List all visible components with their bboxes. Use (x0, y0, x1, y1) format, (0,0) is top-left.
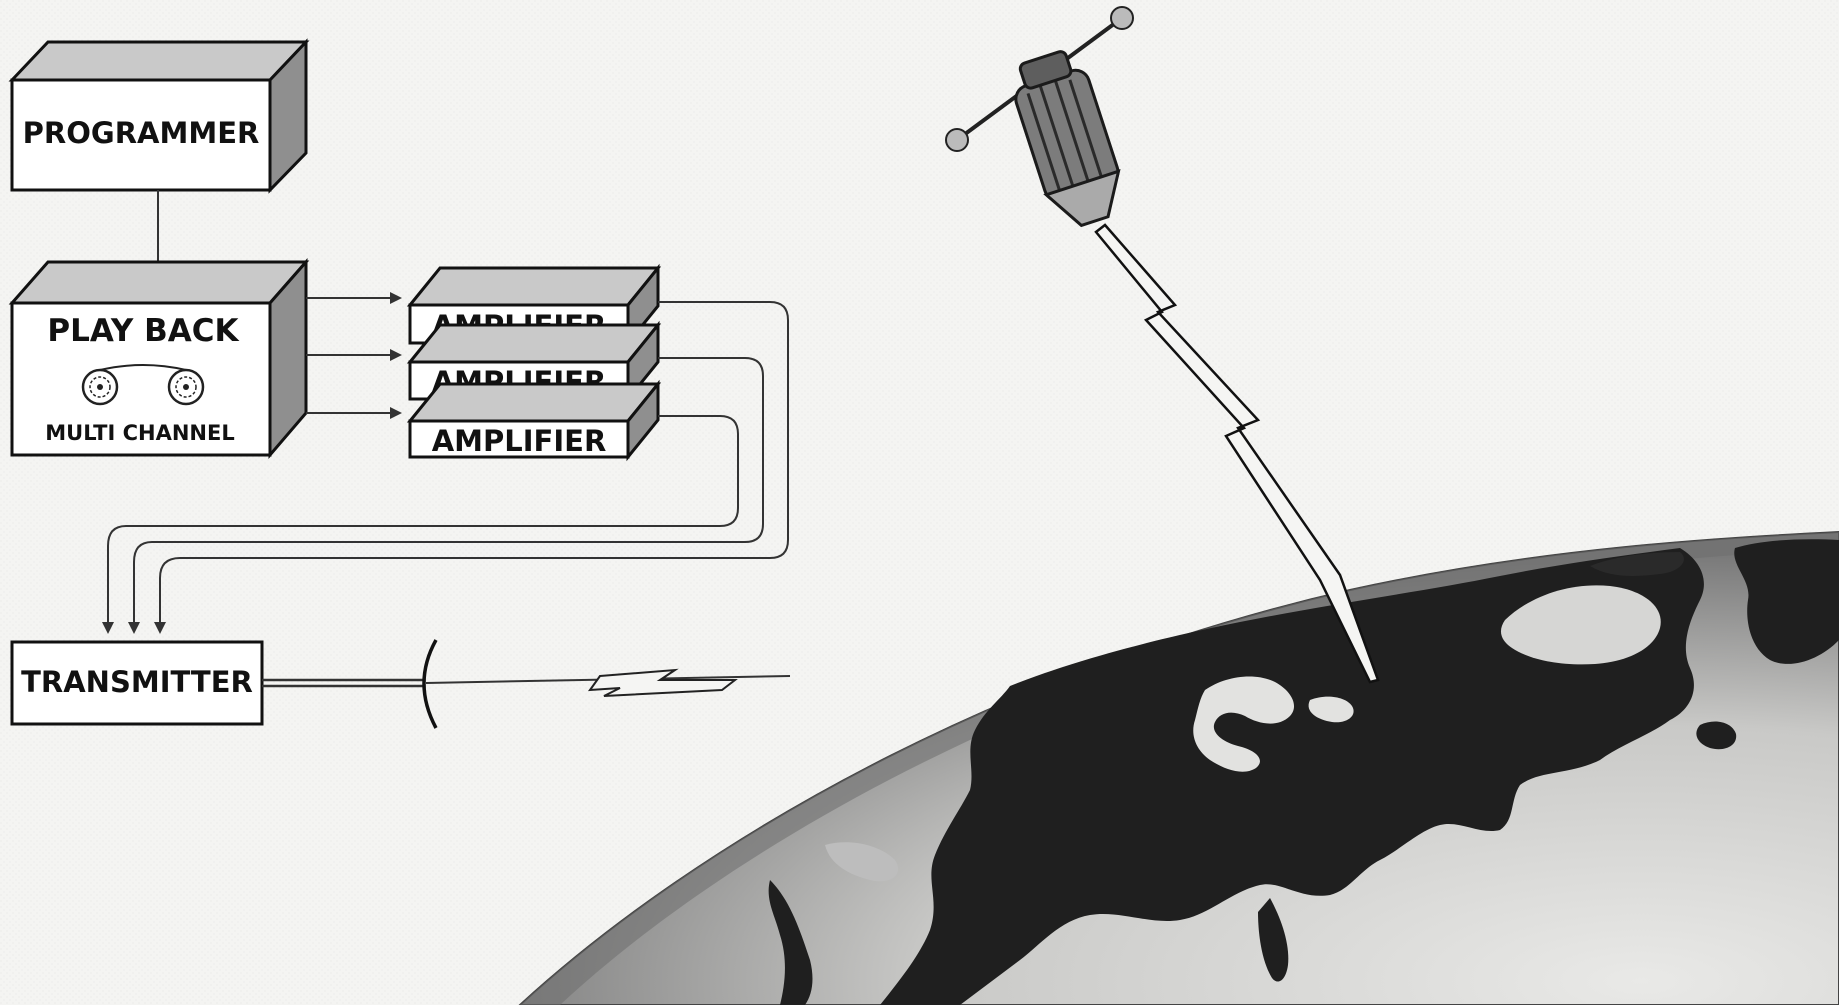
earth-globe-icon (518, 530, 1839, 1005)
west-coast-island (825, 842, 899, 882)
transmitter-box: TRANSMITTER (10, 640, 264, 726)
amplifier-box-3: AMPLIFIER (406, 379, 662, 462)
uplink-signal-bolt (587, 668, 738, 697)
multichannel-label: MULTI CHANNEL (45, 421, 234, 445)
transmitter-label: TRANSMITTER (21, 665, 253, 699)
playback-box-top (8, 260, 310, 305)
hudson-bay (1500, 585, 1661, 665)
amplifier-1-to-transmitter-line (154, 301, 789, 634)
north-america-landmass (880, 548, 1704, 1005)
programmer-box: PROGRAMMER (8, 38, 310, 194)
baja-landmass (768, 880, 813, 1005)
greenland-landmass (1734, 539, 1839, 664)
amplifier-2-to-transmitter-line (128, 357, 764, 634)
tape-reels-icon (81, 364, 205, 406)
playback-box: PLAY BACK MULTI CHANNEL (8, 258, 310, 460)
programmer-box-front (10, 78, 272, 192)
satellite-icon (945, 6, 1134, 228)
antenna-dish-icon (422, 639, 438, 729)
florida-peninsula (1258, 898, 1289, 982)
programmer-label: PROGRAMMER (23, 116, 260, 150)
playback-label: PLAY BACK (47, 313, 239, 349)
satellite-antenna-sphere-right (1110, 6, 1134, 30)
transmitter-box-front (10, 640, 264, 726)
great-lakes-east (1308, 696, 1354, 723)
newfoundland (1696, 721, 1737, 750)
playback-box-front (10, 301, 272, 457)
satellite-top-cap (1018, 50, 1073, 90)
satellite-antenna-sphere-left (945, 128, 969, 152)
great-lakes (1193, 676, 1295, 772)
block-diagram: PROGRAMMER PLAY BACK MULTI CHANNEL (8, 38, 791, 729)
programmer-box-top (8, 40, 310, 82)
amplifier-3-to-transmitter-line (102, 415, 739, 634)
amplifier-label-3: AMPLIFIER (432, 424, 607, 458)
arctic-islands (1590, 552, 1684, 576)
satellite-nose (1043, 169, 1121, 228)
downlink-signal-bolt (1094, 223, 1380, 684)
